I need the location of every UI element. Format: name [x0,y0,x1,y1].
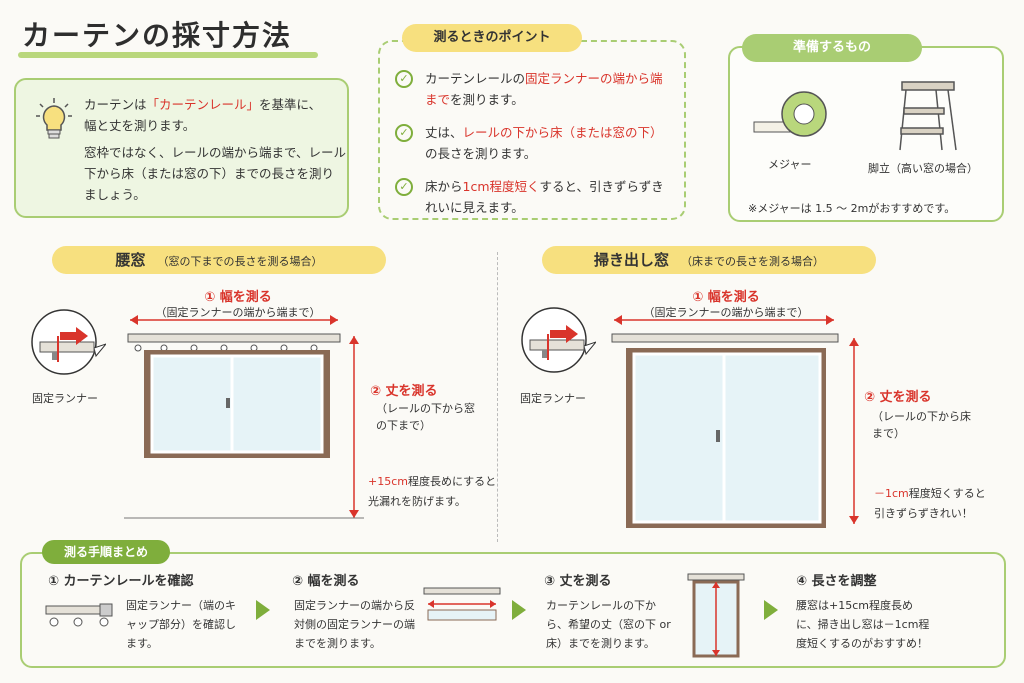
tape-label: メジャー [768,158,812,171]
right-width-note: （固定ランナーの端から端まで） [643,306,809,319]
page-title: カーテンの採寸方法 [22,19,293,52]
runner-label-left: 固定ランナー [32,392,98,405]
left-height-note: （レールの下から窓の下まで） [376,402,475,432]
left-width-label: ① 幅を測る [204,290,272,305]
check-icon: ✓ [395,178,413,196]
step-arrow-icon [512,600,526,620]
prep-box [728,46,1004,222]
step-1-title: ① カーテンレールを確認 [48,574,194,589]
window-height-icon [686,572,746,664]
step-arrow-icon [256,600,270,620]
step-2-title: ② 幅を測る [292,574,360,589]
prep-heading: 準備するもの [742,34,922,62]
koshimado-window-drawing [124,314,364,530]
points-heading: 測るときのポイント [402,24,582,52]
step-4-text: 腰窓は+15cm程度長めに、掃き出し窓は－1cm程度短くするのがおすすめ！ [796,599,930,650]
point-3: ✓ 床から1cm程度短くすると、引きずらずきれいに見えます。 [395,176,675,218]
check-icon: ✓ [395,70,413,88]
step-1-text: 固定ランナー（端のキャップ部分）を確認します。 [126,599,236,650]
tape-measure-icon [752,88,832,152]
runner-closeup-left [30,308,108,388]
ladder-label: 脚立（高い窓の場合） [868,162,978,175]
steps-box [20,552,1006,668]
hakidashi-window-drawing [608,314,860,536]
left-width-note: （固定ランナーの端から端まで） [155,306,321,319]
steps-heading: 測る手順まとめ [42,540,170,564]
right-tip: －1cm程度短くすると引きずらずきれい！ [874,487,986,520]
lightbulb-icon [34,96,74,148]
runner-label-right: 固定ランナー [520,392,586,405]
step-3-title: ③ 丈を測る [544,574,612,589]
point-2: ✓ 丈は、レールの下から床（または窓の下）の長さを測ります。 [395,122,675,164]
step-4-title: ④ 長さを調整 [796,574,877,589]
left-height-label: ② 丈を測る [370,384,438,399]
left-tip: +15cm程度長めにすると光漏れを防げます。 [368,475,497,508]
rail-width-icon [422,584,502,628]
step-2-text: 固定ランナーの端から反対側の固定ランナーの端までを測ります。 [294,599,415,650]
right-height-note: （レールの下から床まで） [872,410,971,440]
runner-closeup-right [520,306,598,386]
step-arrow-icon [764,600,778,620]
right-section-heading: 掃き出し窓（床までの長さを測る場合） [542,246,876,274]
right-width-label: ① 幅を測る [692,290,760,305]
check-icon: ✓ [395,124,413,142]
point-1: ✓ カーテンレールの固定ランナーの端から端までを測ります。 [395,68,675,110]
prep-note: ※メジャーは 1.5 ～ 2mがおすすめです。 [748,202,956,215]
left-section-heading: 腰窓（窓の下までの長さを測る場合） [52,246,386,274]
rail-end-icon [44,602,114,642]
right-height-label: ② 丈を測る [864,390,932,405]
step-3-text: カーテンレールの下から、希望の丈（窓の下 or 床）までを測ります。 [546,599,671,650]
section-divider [497,252,498,542]
intro-box: カーテンは「カーテンレール」を基準に、幅と丈を測ります。 窓枠ではなく、レールの… [14,78,349,218]
intro-text: カーテンは「カーテンレール」を基準に、幅と丈を測ります。 窓枠ではなく、レールの… [84,97,347,202]
title-underline [18,52,318,58]
ladder-icon [896,80,962,156]
